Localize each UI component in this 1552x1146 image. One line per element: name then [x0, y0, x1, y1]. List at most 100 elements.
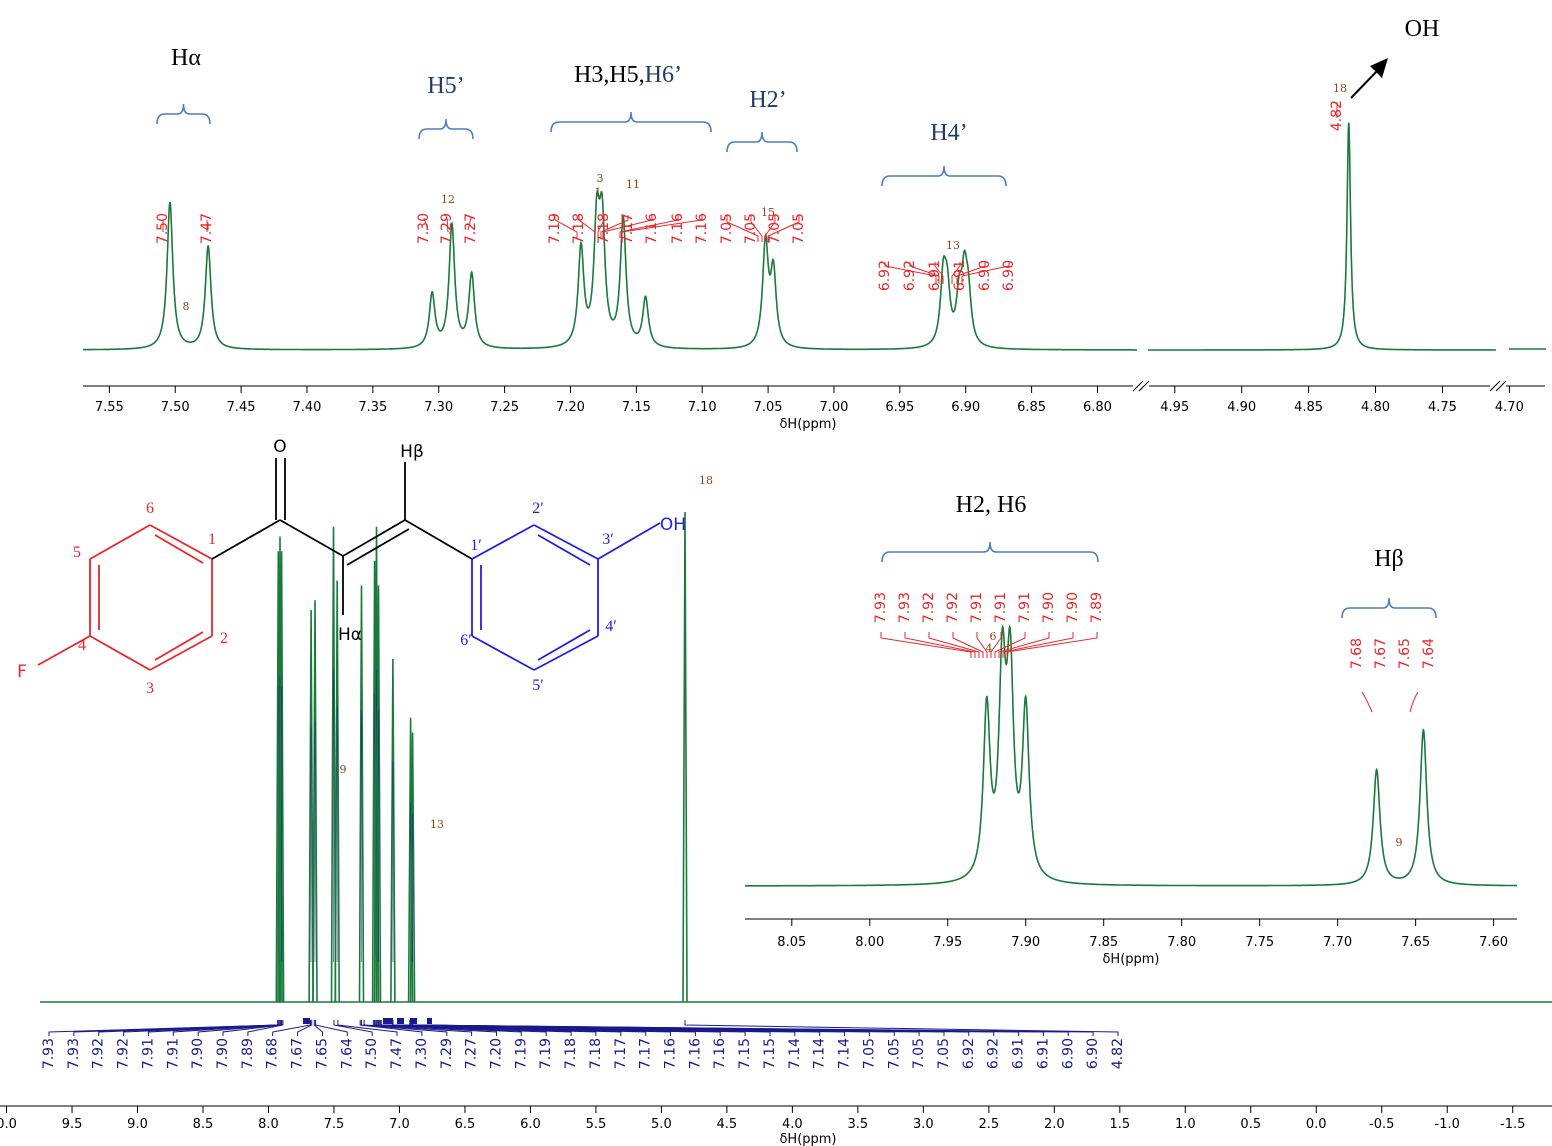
peak-connector: [961, 262, 1010, 284]
full-peak-list-label: 7.30: [414, 1038, 430, 1069]
full-x-tick-label: -1.5: [1500, 1117, 1525, 1132]
bracket-h-beta: [1341, 597, 1437, 619]
full-peak-list-label: 6.92: [961, 1038, 977, 1069]
right-x-tick-label: 7.85: [1089, 935, 1118, 950]
full-peak-list-label: 7.15: [762, 1038, 778, 1069]
full-peak-list-label: 7.14: [812, 1038, 828, 1069]
top-x-tick-label: 4.90: [1227, 400, 1256, 415]
top-x-tick-label: 4.85: [1294, 400, 1323, 415]
ring-b-bond: [533, 524, 599, 560]
peak-list-connector: [247, 1020, 284, 1036]
integral-region-marker: [410, 1018, 417, 1024]
ring-a-double-bond: [154, 534, 204, 564]
full-peak-list-label: 7.93: [66, 1038, 82, 1069]
full-peak-list-label: 7.18: [588, 1038, 604, 1069]
ring-a-position-number: 1: [208, 531, 216, 548]
full-peak-list-label: 7.64: [339, 1038, 355, 1069]
ring-a-position-number: 3: [146, 680, 154, 697]
right-x-tick-label: 7.80: [1167, 935, 1196, 950]
assign-h3-h5-part: H3,H5,: [574, 62, 645, 88]
fluorine-atom: F: [17, 662, 27, 682]
ring-a-position-number: 4: [78, 637, 86, 654]
ring-a-position-number: 6: [146, 500, 154, 517]
right-peak-label: 7.91: [993, 592, 1009, 623]
full-x-tick-label: 5.5: [586, 1117, 607, 1132]
peak-list-connector: [272, 1020, 311, 1036]
right-peak-label: 7.90: [1065, 592, 1081, 623]
full-x-tick-label: 1.0: [1175, 1117, 1196, 1132]
peak-connector: [767, 215, 800, 242]
full-peak-list-label: 6.91: [1011, 1038, 1027, 1069]
assign-oh: OH: [1405, 16, 1440, 42]
full-peak-list-label: 7.90: [190, 1038, 206, 1069]
top-x-tick-label: 7.55: [95, 400, 124, 415]
ring-b-position-number: 6′: [460, 632, 472, 649]
full-peak-list-label: 7.16: [687, 1038, 703, 1069]
carbonyl-alpha-bond: [279, 519, 344, 557]
ring-b-position-number: 1′: [470, 537, 482, 554]
full-x-axis-label: δH(ppm): [779, 1132, 836, 1146]
peak-list-connector: [313, 1020, 323, 1036]
full-peak-list-label: 7.17: [638, 1038, 654, 1069]
assign-h5p: H5’: [427, 73, 464, 99]
full-x-tick-label: 3.0: [913, 1117, 934, 1132]
assign-h-beta: Hβ: [1374, 546, 1404, 572]
peak-list-connector: [372, 1020, 497, 1036]
right-peak-label: 7.92: [921, 592, 937, 623]
full-spectrum-peak: [334, 580, 340, 1003]
full-peak-list-label: 6.90: [1085, 1038, 1101, 1069]
bracket-h5p: [418, 118, 474, 140]
peak-list-connector: [363, 1020, 473, 1036]
full-x-tick-label: 8.0: [258, 1117, 279, 1132]
top-peak-label: 7.30: [416, 213, 432, 244]
top-peak-label: 7.19: [547, 213, 563, 244]
right-peak-label: 7.90: [1041, 592, 1057, 623]
right-spectrum-trace: [745, 623, 1517, 887]
peak-connector: [619, 215, 679, 238]
peak-connector: [998, 632, 1050, 658]
full-peak-list-label: 7.89: [240, 1038, 256, 1069]
full-peak-list-label: 7.65: [314, 1038, 330, 1069]
full-x-tick-label: -1.0: [1435, 1117, 1460, 1132]
full-peak-list-label: 7.90: [215, 1038, 231, 1069]
top-x-tick-label: 6.85: [1017, 400, 1046, 415]
right-peak-label: 7.68: [1349, 638, 1365, 669]
integral-region-marker: [427, 1018, 432, 1024]
peak-connector: [909, 262, 940, 284]
right-peak-label: 7.93: [873, 592, 889, 623]
top-peak-label: 7.18: [596, 213, 612, 244]
right-x-tick-label: 7.60: [1479, 935, 1508, 950]
right-x-tick-label: 8.05: [777, 935, 806, 950]
full-x-tick-label: 0.0: [1306, 1117, 1327, 1132]
full-peak-list-label: 7.92: [91, 1038, 107, 1069]
top-integral-label: 11: [626, 178, 640, 191]
full-peak-list-label: 6.91: [1035, 1038, 1051, 1069]
vinyl-aryl-bond: [404, 519, 473, 560]
full-peak-list-label: 4.82: [1110, 1038, 1126, 1069]
assign-h3-h5-h6p: H3,H5,H6’: [574, 62, 682, 88]
peak-connector: [602, 215, 653, 238]
full-spectrum-peak: [409, 732, 416, 1003]
peak-list-connector: [98, 1020, 280, 1036]
right-x-tick-label: 7.65: [1401, 935, 1430, 950]
peak-connector: [1361, 691, 1373, 713]
peak-list-connector: [684, 1020, 1119, 1036]
peak-list-connector: [333, 1020, 373, 1036]
ring-a-bond: [149, 635, 213, 671]
alkene-double-bond: [346, 528, 410, 566]
top-peak-label: 7.05: [719, 213, 735, 244]
peak-connector: [956, 262, 986, 284]
integral-region-marker: [397, 1018, 404, 1024]
peak-connector: [951, 262, 961, 284]
right-peak-label: 7.65: [1397, 638, 1413, 669]
right-x-tick-label: 8.00: [855, 935, 884, 950]
right-integral-label: 9: [1396, 836, 1403, 849]
top-x-tick-label: 7.15: [622, 400, 651, 415]
ring-a-double-bond: [154, 631, 204, 661]
full-integral-label: 9: [340, 763, 347, 776]
full-x-tick-label: 4.0: [782, 1117, 803, 1132]
ring-b-bond: [471, 524, 535, 560]
peak-connector: [597, 215, 605, 238]
